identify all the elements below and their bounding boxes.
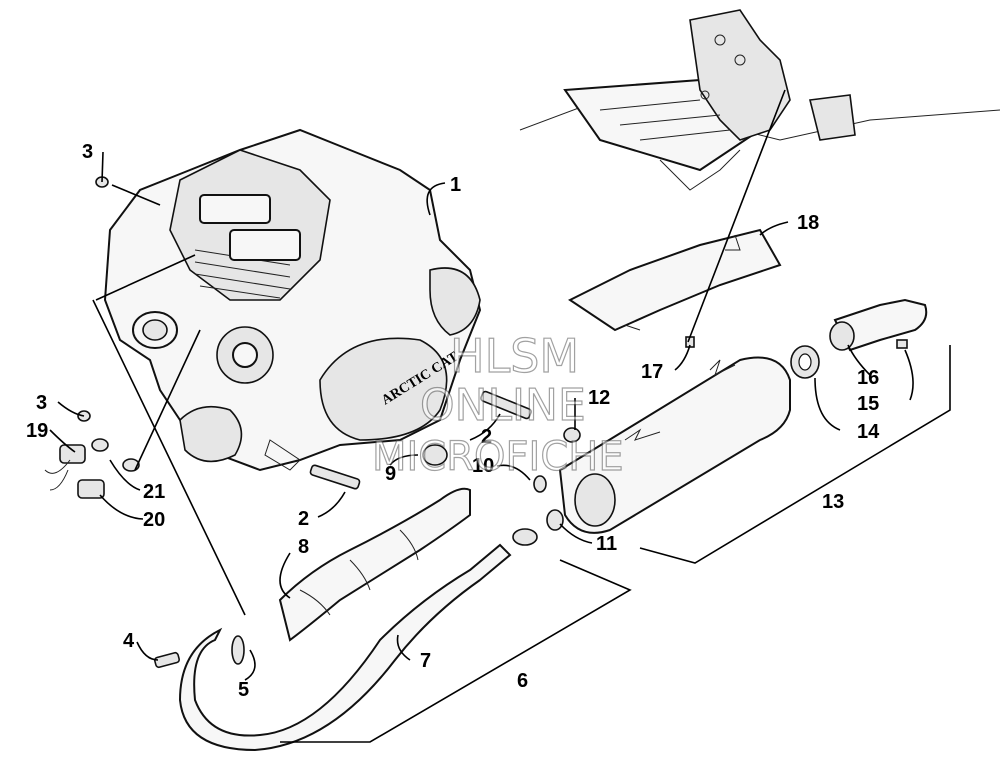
- callout-10: 10: [472, 455, 494, 477]
- watermark-line-3: MICROFICHE: [372, 434, 624, 480]
- muffler: [558, 356, 791, 534]
- callout-6: 6: [517, 670, 528, 692]
- callout-17: 17: [641, 361, 663, 383]
- callout-3-bottom: 3: [36, 392, 47, 414]
- pipe-heat-shield: [278, 487, 471, 642]
- callout-9: 9: [385, 463, 396, 485]
- watermark: HLSM ONLINE MICROFICHE: [371, 328, 624, 480]
- frame-section: [519, 9, 1000, 191]
- callout-2-upper: 2: [481, 426, 492, 448]
- watermark-line-1: HLSM: [450, 329, 579, 383]
- callout-14: 14: [857, 421, 880, 443]
- exhaust-pipe: [178, 528, 538, 752]
- callout-21: 21: [143, 481, 165, 503]
- callout-11: 11: [596, 533, 617, 555]
- callout-18: 18: [797, 212, 819, 234]
- muffler-heat-shield: [568, 228, 782, 332]
- callout-5: 5: [238, 679, 249, 701]
- callout-2-lower: 2: [298, 508, 309, 530]
- callout-1: 1: [450, 174, 461, 196]
- callout-19: 19: [26, 420, 48, 442]
- callout-4: 4: [123, 630, 135, 652]
- callout-7: 7: [420, 650, 431, 672]
- callout-16: 16: [857, 367, 879, 389]
- spark-arrestor: [829, 298, 928, 352]
- callout-15: 15: [857, 393, 879, 415]
- callout-13: 13: [822, 491, 844, 513]
- callout-labels: 1 3 3 19 21 20 4 5 7 6 8 9 2 2 10 12 11 …: [26, 141, 880, 701]
- engine-assembly: ARCTIC CAT: [103, 128, 482, 472]
- hardware: [44, 176, 908, 669]
- callout-8: 8: [298, 536, 309, 558]
- callout-12: 12: [588, 387, 610, 409]
- callout-20: 20: [143, 509, 165, 531]
- callout-3-top: 3: [82, 141, 93, 163]
- watermark-line-2: ONLINE: [420, 380, 586, 431]
- leader-lines: [49, 89, 951, 743]
